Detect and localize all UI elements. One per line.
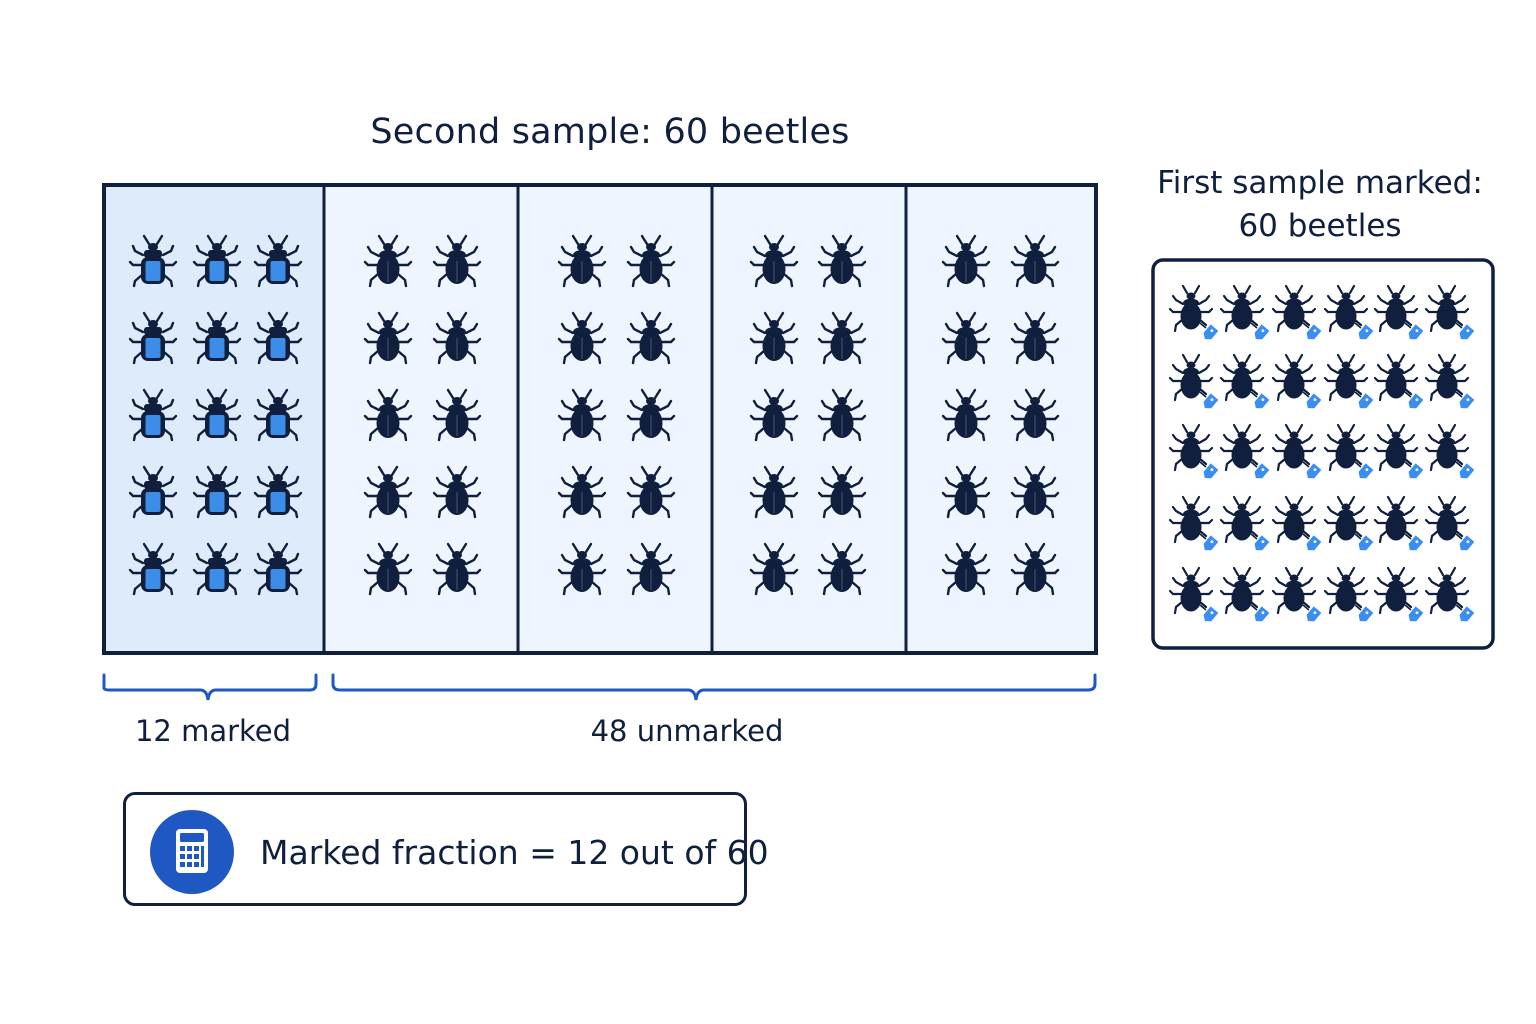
unmarked-group-panel-3: [712, 185, 906, 653]
first-sample-title-line1: First sample marked:: [1157, 165, 1483, 201]
marked-brace: [102, 673, 318, 701]
marked-fraction-text: Marked fraction = 12 out of 60: [260, 833, 769, 872]
second-sample-border: [102, 183, 1098, 655]
unmarked-group-panel-4: [906, 185, 1096, 653]
unmarked-brace: [331, 673, 1097, 701]
first-sample-title-line2: 60 beetles: [1238, 208, 1402, 244]
marked-count-label: 12 marked: [134, 714, 292, 748]
second-sample-title: Second sample: 60 beetles: [370, 112, 850, 152]
marked-fraction-box: Marked fraction = 12 out of 60: [123, 792, 769, 906]
unmarked-group-panel-1: [324, 185, 518, 653]
first-sample-title: First sample marked: 60 beetles: [1130, 162, 1510, 248]
first-sample-box: [1151, 258, 1495, 650]
calculator-icon: [150, 810, 234, 894]
unmarked-group-panel-2: [518, 185, 712, 653]
unmarked-count-label: 48 unmarked: [590, 714, 784, 748]
